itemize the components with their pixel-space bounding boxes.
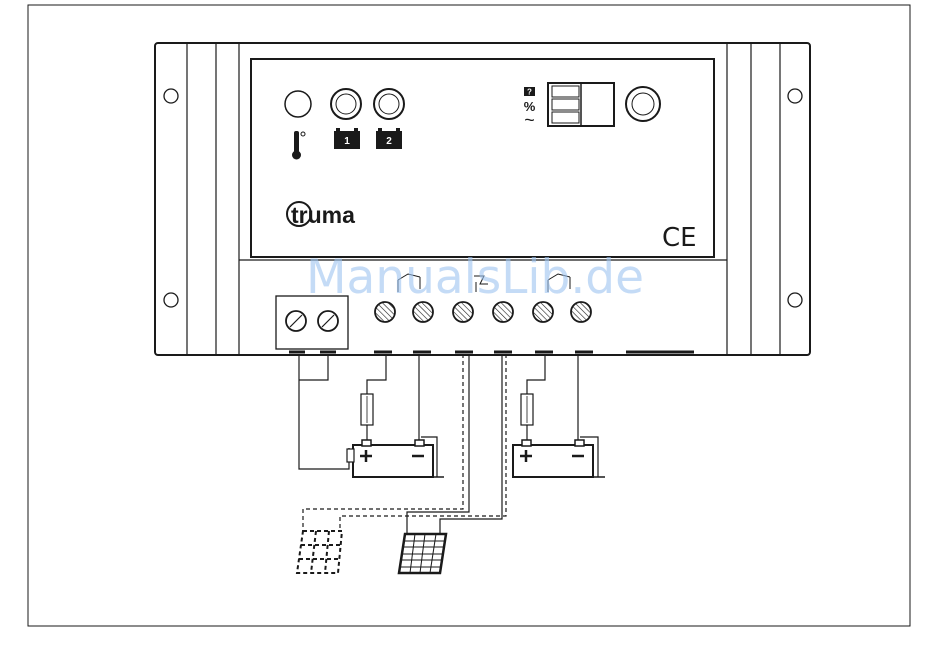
ce-mark: CE xyxy=(662,223,697,253)
battery-icon xyxy=(513,440,593,477)
controller-housing xyxy=(155,43,810,355)
temperature-led xyxy=(285,91,311,117)
terminal-screw xyxy=(533,302,553,322)
battery-icon xyxy=(347,440,433,477)
solar-panel-icon xyxy=(399,534,446,573)
terminal-screw xyxy=(375,302,395,322)
mode-selector-switch xyxy=(548,83,614,126)
battery-icon: 2 xyxy=(376,128,402,149)
battery-icon: 1 xyxy=(334,128,360,149)
ac-symbol: ~ xyxy=(524,110,535,130)
truma-logo: truma xyxy=(287,202,355,228)
terminal-screw xyxy=(571,302,591,322)
battery-1-label: 1 xyxy=(344,136,350,147)
optional-wiring xyxy=(303,354,506,531)
watermark: ManualsLib.de xyxy=(306,250,644,305)
terminal-screw xyxy=(453,302,473,322)
brand-name: truma xyxy=(291,202,355,228)
mode-button xyxy=(626,87,660,121)
terminal-screw xyxy=(493,302,513,322)
mounting-hole-icon xyxy=(164,89,178,103)
mounting-hole-icon xyxy=(164,293,178,307)
thermometer-icon xyxy=(292,131,305,160)
battery-2-label: 2 xyxy=(386,136,392,147)
solar-panel-icon xyxy=(297,531,342,573)
mounting-hole-icon xyxy=(788,293,802,307)
charge-controller: 1 2 ? % ~ truma CE xyxy=(155,43,810,355)
question-symbol: ? xyxy=(527,88,532,97)
mounting-hole-icon xyxy=(788,89,802,103)
terminal-screw xyxy=(413,302,433,322)
